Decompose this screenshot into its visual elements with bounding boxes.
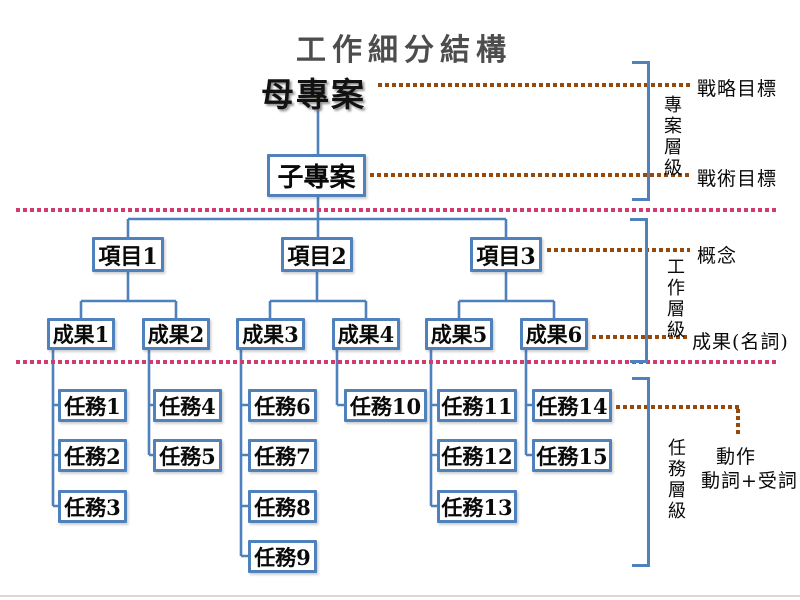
- task-1-box: 任務1: [58, 389, 127, 422]
- task-5-box: 任務5: [153, 439, 222, 472]
- dotted-line-action-h: [616, 405, 740, 409]
- result-5-box: 成果5: [425, 318, 493, 350]
- dotted-line-deliverable: [592, 335, 690, 339]
- bracket-project-level: [632, 61, 650, 201]
- result-4-box: 成果4: [332, 318, 400, 350]
- level-divider-2: [16, 360, 776, 364]
- level-label-project: 專案層級: [661, 95, 682, 179]
- annotation-verb-object: 動詞+受詞: [701, 470, 798, 492]
- task-14-box: 任務14: [532, 389, 612, 422]
- annotation-action: 動作: [716, 446, 757, 468]
- annotation-deliverable: 成果(名詞): [692, 331, 789, 353]
- task-13-box: 任務13: [437, 490, 517, 523]
- item-1-box: 項目1: [92, 237, 164, 272]
- result-2-box: 成果2: [142, 318, 210, 350]
- task-2-box: 任務2: [58, 439, 127, 472]
- root-node-label: 母專案: [261, 75, 366, 114]
- task-10-box: 任務10: [344, 389, 427, 422]
- slide-bottom-edge: [0, 595, 800, 597]
- result-6-box: 成果6: [520, 318, 588, 350]
- item-3-box: 項目3: [470, 237, 542, 272]
- task-9-box: 任務9: [248, 540, 317, 573]
- task-11-box: 任務11: [437, 389, 517, 422]
- task-4-box: 任務4: [153, 389, 222, 422]
- item-2-box: 項目2: [281, 237, 353, 272]
- task-7-box: 任務7: [248, 439, 317, 472]
- dotted-line-concept: [547, 248, 690, 252]
- dotted-line-strategic: [378, 83, 690, 87]
- level-label-task: 任務層級: [665, 438, 686, 522]
- bracket-task-level: [632, 377, 650, 567]
- task-12-box: 任務12: [437, 439, 517, 472]
- annotation-strategic-goal: 戰略目標: [697, 78, 778, 100]
- task-8-box: 任務8: [248, 490, 317, 523]
- result-3-box: 成果3: [236, 318, 305, 350]
- subproject-box: 子專案: [267, 154, 366, 197]
- annotation-tactical-goal: 戰術目標: [697, 168, 778, 190]
- task-3-box: 任務3: [58, 490, 127, 523]
- bracket-work-level: [630, 218, 648, 363]
- level-divider-1: [16, 208, 776, 212]
- dotted-line-action-v: [736, 409, 740, 437]
- dotted-line-tactical: [370, 173, 690, 177]
- task-6-box: 任務6: [248, 389, 317, 422]
- level-label-work: 工作層級: [664, 257, 685, 341]
- annotation-concept: 概念: [697, 245, 738, 267]
- diagram-title: 工作細分結構: [296, 33, 512, 68]
- result-1-box: 成果1: [47, 318, 115, 350]
- task-15-box: 任務15: [532, 439, 612, 472]
